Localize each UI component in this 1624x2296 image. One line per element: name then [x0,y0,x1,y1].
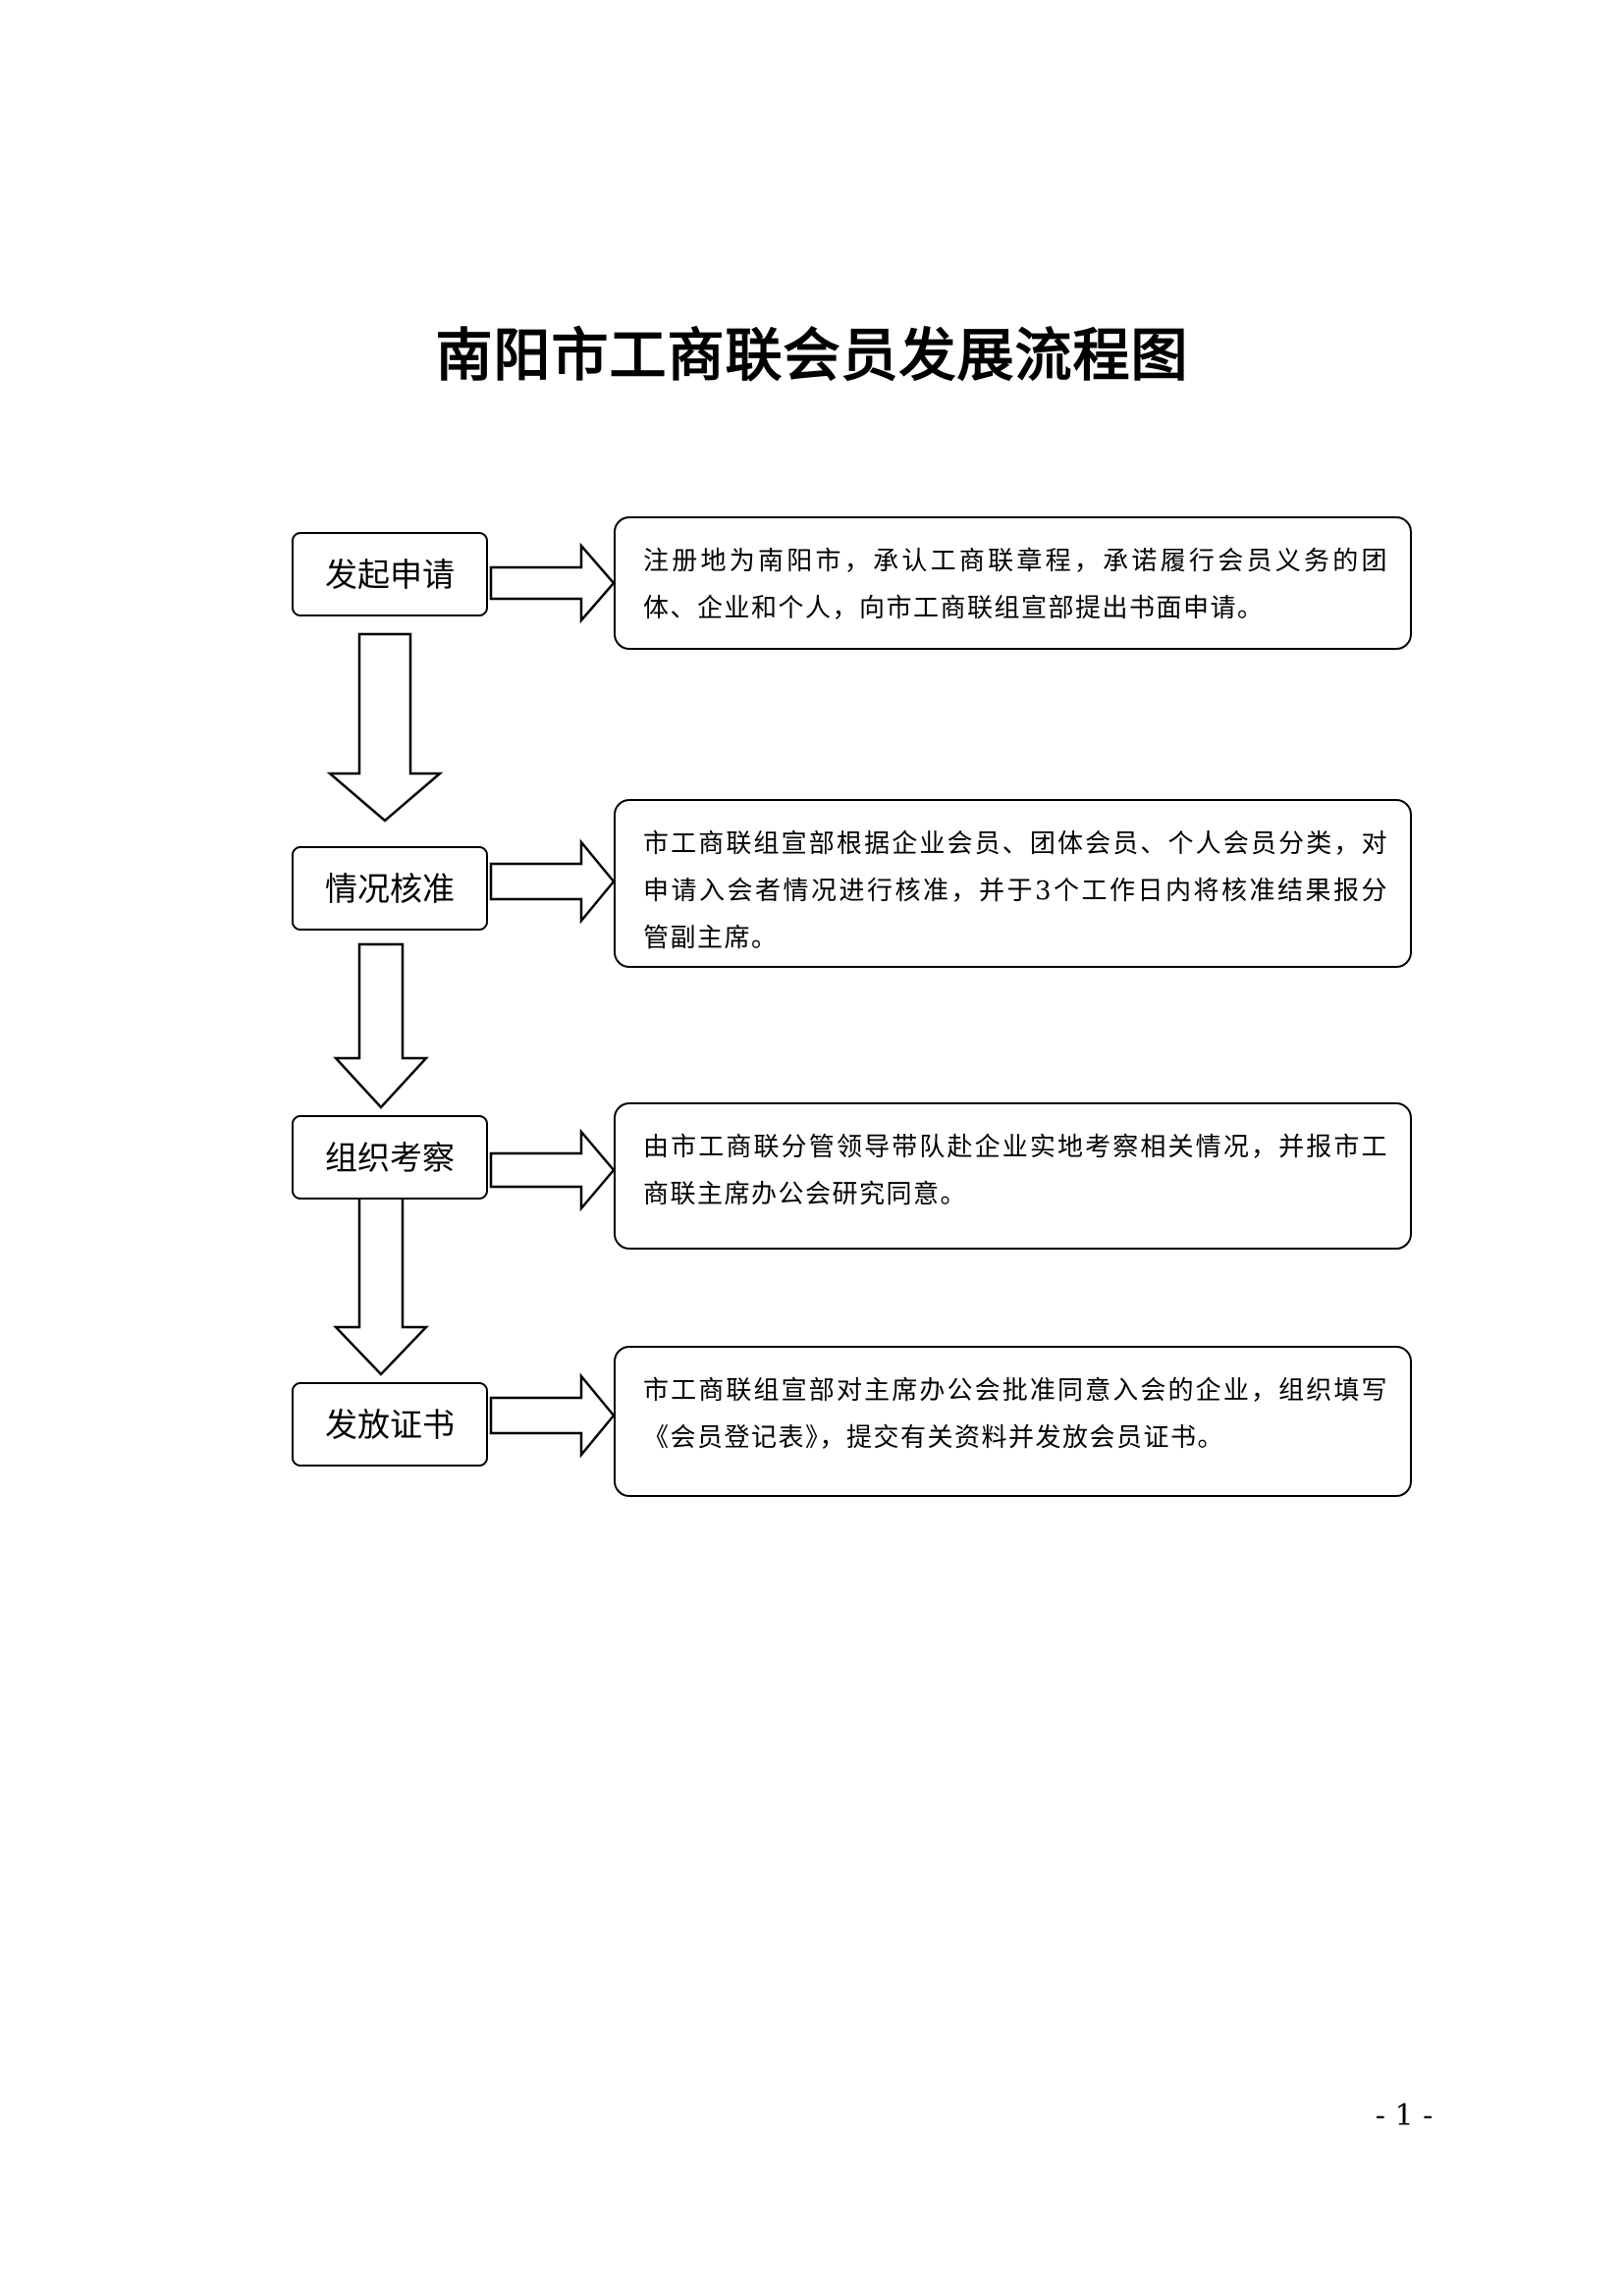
down-arrow-icon [333,942,429,1109]
description-text: 市工商联组宣部对主席办公会批准同意入会的企业，组织填写《会员登记表》，提交有关资… [643,1376,1388,1453]
page-title: 南阳市工商联会员发展流程图 [435,322,1189,389]
step-description-certificate: 市工商联组宣部对主席办公会批准同意入会的企业，组织填写《会员登记表》，提交有关资… [614,1346,1412,1497]
down-arrow-icon [326,632,444,823]
step-label: 发放证书 [325,1405,455,1444]
description-text: 由市工商联分管领导带队赴企业实地考察相关情况，并报市工商联主席办公会研究同意。 [643,1133,1388,1209]
right-arrow-icon [489,1128,616,1212]
step-label: 发起申请 [325,555,455,594]
right-arrow-icon [489,1372,616,1459]
description-text: 注册地为南阳市，承认工商联章程，承诺履行会员义务的团体、企业和个人，向市工商联组… [643,547,1388,623]
step-box-verify: 情况核准 [292,846,488,931]
down-arrow-icon [333,1194,429,1376]
step-box-inspect: 组织考察 [292,1115,488,1200]
step-description-inspect: 由市工商联分管领导带队赴企业实地考察相关情况，并报市工商联主席办公会研究同意。 [614,1102,1412,1250]
right-arrow-icon [489,838,616,925]
step-label: 情况核准 [325,869,455,908]
step-box-apply: 发起申请 [292,532,488,616]
right-arrow-icon [489,542,616,624]
step-box-certificate: 发放证书 [292,1382,488,1467]
page-number: - 1 - [1375,2099,1434,2133]
description-text: 市工商联组宣部根据企业会员、团体会员、个人会员分类，对申请入会者情况进行核准，并… [643,829,1388,953]
step-description-verify: 市工商联组宣部根据企业会员、团体会员、个人会员分类，对申请入会者情况进行核准，并… [614,799,1412,968]
step-label: 组织考察 [325,1138,455,1177]
step-description-apply: 注册地为南阳市，承认工商联章程，承诺履行会员义务的团体、企业和个人，向市工商联组… [614,516,1412,650]
